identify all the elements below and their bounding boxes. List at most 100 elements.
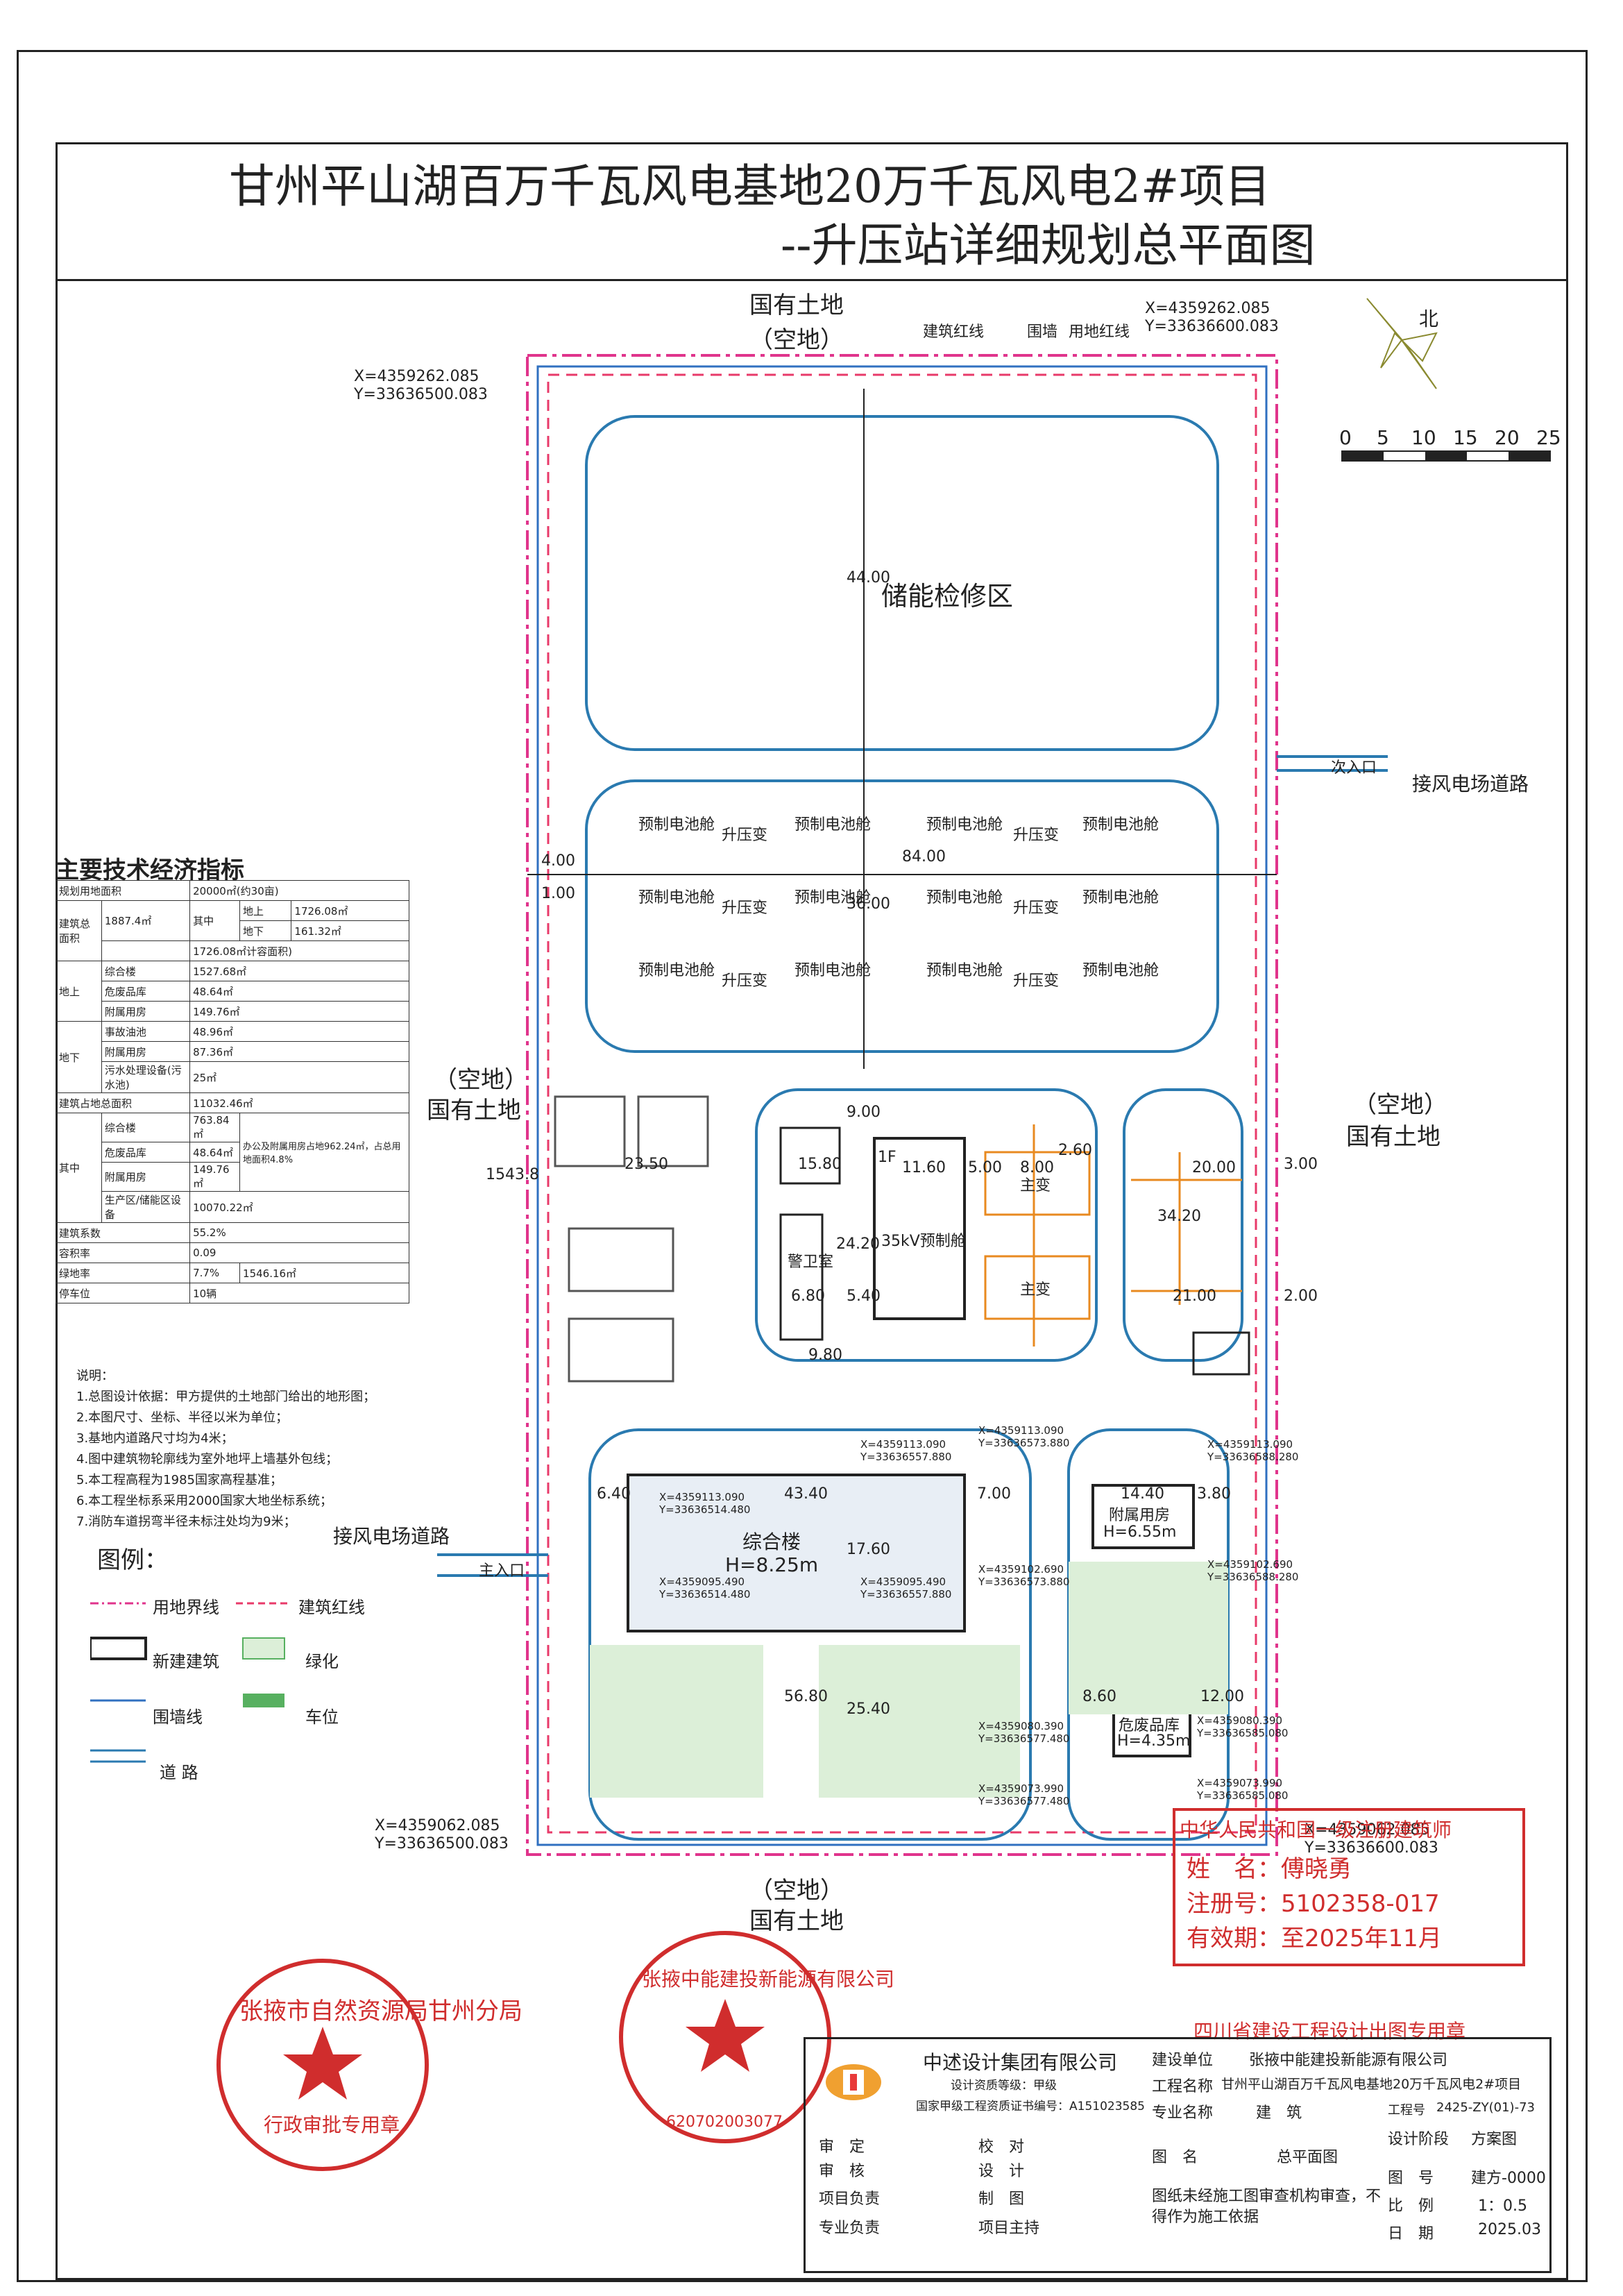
green-area [819, 1645, 1020, 1798]
drawing-outer-frame [17, 50, 1588, 2282]
point-coord: Y=33636585.080 [1197, 1789, 1289, 1802]
equipment-left [554, 1095, 709, 1383]
dimension-5-4: 5.40 [847, 1288, 881, 1305]
dimension-6-4: 6.40 [597, 1485, 631, 1503]
dimension-1: 1.00 [541, 885, 575, 902]
cabin-35kv-label: 35kV预制舱 [881, 1233, 966, 1250]
guard-label: 警卫室 [788, 1253, 834, 1271]
prefab-cabin: 预制电池舱 [1082, 889, 1159, 906]
coord-bottom-right-x: X=4359062.085 [1305, 1821, 1430, 1839]
point-coord: X=4359113.090 [978, 1424, 1064, 1437]
hazard-height-label: H=4.35m [1117, 1732, 1191, 1750]
prefab-cabin: 预制电池舱 [638, 816, 715, 834]
annex-label: 附属用房 [1109, 1507, 1171, 1524]
wind-road-left-label: 接风电场道路 [333, 1525, 450, 1548]
label-sheet: 图 号 [1388, 2170, 1434, 2187]
table-row: 1726.08㎡计容面积) [56, 940, 409, 961]
company-logo-icon [826, 2064, 881, 2100]
point-coord: Y=33636514.480 [659, 1588, 751, 1601]
company-qualification: 设计资质等级：甲级 [951, 2079, 1057, 2093]
point-coord: Y=33636585.080 [1197, 1727, 1289, 1739]
dimension-43-4: 43.40 [784, 1485, 828, 1503]
dimension-2-6: 2.60 [1058, 1142, 1092, 1159]
land-left-empty: （空地） [434, 1066, 528, 1094]
dimension-11-6: 11.60 [902, 1159, 946, 1176]
dimension-5: 5.00 [968, 1159, 1002, 1176]
north-label: 北 [1419, 307, 1439, 330]
site-boundary-label: 用地红线 [1069, 323, 1130, 341]
legend-new-building: 新建建筑 [153, 1652, 219, 1671]
project-value: 甘州平山湖百万千瓦风电基地20万千瓦风电2#项目 [1221, 2077, 1522, 2092]
guard-room-outline [779, 1213, 824, 1341]
label-check: 校 对 [978, 2138, 1025, 2156]
proj-no-value: 2425-ZY(01)-73 [1436, 2100, 1535, 2115]
notes-block: 说明： 1.总图设计依据：甲方提供的土地部门给出的地形图； 2.本图尺寸、坐标、… [76, 1366, 375, 1533]
prefab-cabin: 预制电池舱 [638, 889, 715, 906]
label-date: 日 期 [1388, 2225, 1434, 2243]
cabin-35kv-outline [873, 1137, 966, 1320]
legend-road: 道 路 [160, 1763, 198, 1782]
table-row: 污水处理设备(污水池)25㎡ [56, 1061, 409, 1093]
site-boundary-line [526, 354, 1278, 1856]
land-top-empty: （空地） [749, 326, 844, 354]
point-coord: Y=33636588.280 [1207, 1451, 1299, 1463]
coord-bottom-left-x: X=4359062.085 [375, 1817, 500, 1834]
scale-tick: 0 [1339, 426, 1352, 449]
scale-tick: 5 [1377, 426, 1389, 449]
dimension-8-6: 8.60 [1082, 1688, 1116, 1705]
title-block [804, 2037, 1552, 2273]
land-right: 国有土地 [1346, 1123, 1441, 1151]
dimension-25-4: 25.40 [847, 1700, 890, 1718]
sheet-value: 建方-0000 [1471, 2170, 1546, 2187]
drawing-title-line1: 甘州平山湖百万千瓦风电基地20万千瓦风电2#项目 [229, 160, 1271, 213]
scale-tick: 10 [1411, 426, 1436, 449]
prefab-cabin: 预制电池舱 [926, 889, 1003, 906]
coord-top-left-y: Y=33636500.083 [354, 386, 488, 403]
land-right-empty: （空地） [1353, 1091, 1447, 1119]
wind-road-right-label: 接风电场道路 [1412, 773, 1529, 795]
point-coord: Y=33636557.880 [860, 1451, 952, 1463]
hazard-store-label: 危废品库 [1119, 1717, 1180, 1734]
point-coord: X=4359113.090 [1207, 1438, 1293, 1451]
scale-value: 1：0.5 [1478, 2197, 1527, 2215]
dimension-3: 3.00 [1284, 1156, 1318, 1173]
discipline-value: 建 筑 [1256, 2104, 1302, 2122]
prefab-cabin: 预制电池舱 [1082, 816, 1159, 834]
wall-label: 围墙 [1027, 323, 1058, 341]
dimension-9-8: 9.80 [808, 1347, 842, 1364]
prefab-cabin: 预制电池舱 [926, 816, 1003, 834]
note-item: 5.本工程高程为1985国家高程基准； [76, 1473, 282, 1487]
architect-stamp-title: 中华人民共和国一级注册建筑师 [1180, 1818, 1452, 1841]
coord-top-right-x: X=4359262.085 [1145, 300, 1271, 317]
label-builder: 建设单位 [1152, 2052, 1214, 2069]
admin-seal-icon [216, 1959, 429, 2171]
land-left: 国有土地 [427, 1097, 521, 1124]
drawing-value: 总平面图 [1277, 2149, 1339, 2166]
date-value: 2025.03 [1478, 2221, 1541, 2238]
legend-symbols [90, 1602, 291, 1763]
company-seal-no: 620702003077 [666, 2113, 783, 2131]
land-bottom-empty: （空地） [749, 1877, 844, 1905]
architect-stamp [1173, 1808, 1525, 1966]
point-coord: Y=33636588.280 [1207, 1571, 1299, 1583]
point-coord: Y=33636573.880 [978, 1437, 1070, 1449]
dimension-14-4: 14.40 [1121, 1485, 1164, 1503]
scale-tick: 25 [1536, 426, 1561, 449]
point-coord: X=4359102.690 [1207, 1558, 1293, 1571]
label-phase: 设计阶段 [1388, 2131, 1450, 2148]
company-name: 中述设计集团有限公司 [923, 2051, 1118, 2074]
dimension-44: 44.00 [847, 569, 890, 586]
booster-label: 升压变 [1013, 900, 1060, 917]
